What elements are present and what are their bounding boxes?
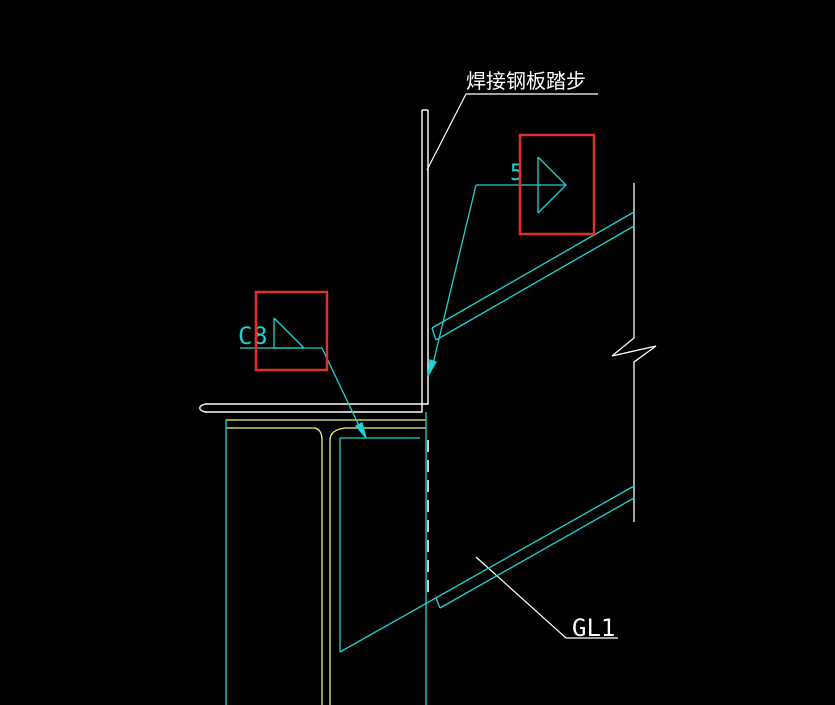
weld-note-label: 焊接钢板踏步 [466, 69, 586, 93]
member-tag-label: GL1 [572, 614, 615, 642]
member-tag-leader [475, 556, 618, 639]
weld-symbol-left [240, 317, 367, 439]
upper-stringer [431, 211, 635, 341]
weld-symbol-top [427, 156, 567, 377]
lower-stringer [339, 485, 635, 653]
steel-plate-step [199, 109, 429, 413]
weld-symbol-top-size: 5 [510, 161, 523, 186]
highlight-box-left [254, 290, 329, 372]
highlight-box-top [518, 133, 596, 236]
weld-symbol-left-prefix: C [238, 322, 252, 350]
break-line-right [611, 183, 657, 522]
beam-flange-outline [226, 419, 426, 705]
column-lines [225, 412, 427, 705]
weld-note-leader [426, 93, 598, 171]
